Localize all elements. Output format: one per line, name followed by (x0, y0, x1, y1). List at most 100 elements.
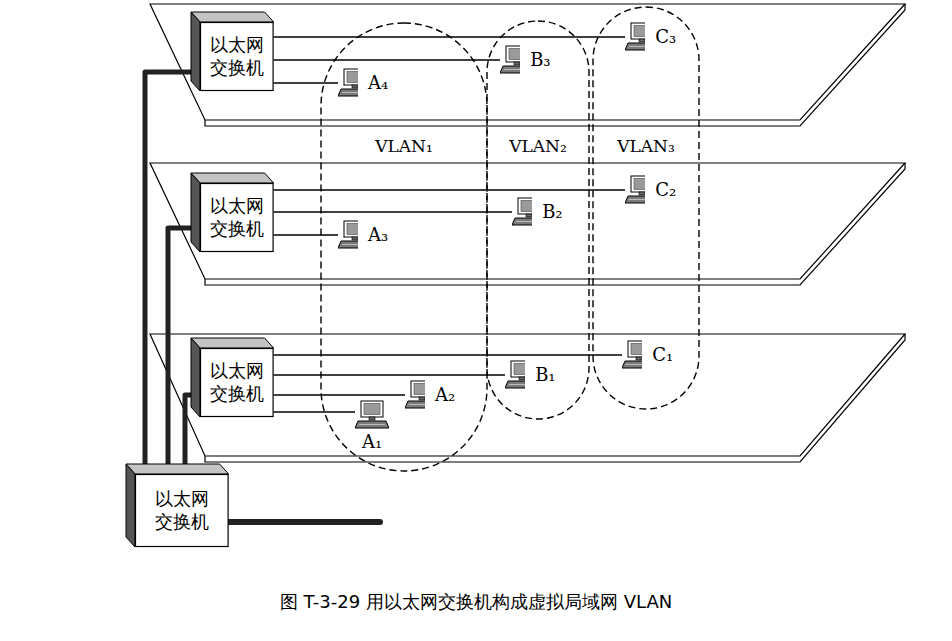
ethernet-switch: 以太网 交换机 (200, 183, 274, 252)
access-link (274, 189, 625, 190)
monitor-stand (369, 417, 375, 420)
box-top (191, 338, 274, 348)
monitor (344, 221, 358, 237)
monitor (628, 341, 642, 357)
vlan-group: VLAN₂B₃B₂B₁ (486, 20, 590, 420)
screen (634, 26, 645, 37)
screen (634, 179, 645, 190)
computer-icon (512, 197, 532, 227)
box-top (191, 173, 274, 183)
box-side (126, 464, 135, 547)
screen (347, 72, 358, 83)
monitor-stand (526, 214, 532, 217)
switch-label: 以太网 交换机 (208, 195, 266, 240)
box-top (126, 464, 229, 474)
monitor (511, 361, 525, 377)
computer-icon (625, 175, 645, 205)
computer: C₂ (625, 175, 683, 205)
key-row (342, 92, 358, 93)
vlan-label: VLAN₁ (320, 136, 488, 156)
access-link (274, 234, 338, 235)
computer-icon (338, 68, 358, 98)
box-side (191, 338, 200, 417)
keyboard (622, 361, 642, 368)
box-side (191, 173, 200, 252)
monitor (518, 198, 532, 214)
monitor-stand (519, 377, 525, 380)
key-row (342, 244, 358, 245)
monitor (506, 46, 520, 62)
key-row (359, 424, 385, 425)
ethernet-switch: 以太网 交换机 (200, 348, 274, 417)
ethernet-switch: 以太网 交换机 (200, 22, 274, 91)
switch-label: 以太网 交换机 (153, 488, 211, 533)
vlan-label: VLAN₂ (486, 136, 590, 156)
vlan-group: VLAN₁ A₄ A₃ A₂ A₁ (320, 22, 488, 472)
host-label: C₁ (645, 340, 680, 366)
dashed-boundary (593, 7, 699, 409)
computer-icon (405, 380, 425, 410)
keyboard (405, 401, 425, 408)
trunk-cable (145, 72, 200, 474)
box-front (201, 184, 274, 252)
computer-icon (622, 340, 642, 370)
monitor-stand (352, 237, 358, 240)
access-link (274, 82, 338, 83)
trunk-cable (168, 228, 200, 474)
floor-edge (205, 163, 905, 285)
vlan-outline (486, 20, 590, 420)
host-label: B₁ (528, 360, 562, 386)
computer: B₁ (505, 360, 562, 390)
screen (364, 404, 380, 415)
box-front (201, 23, 274, 91)
floor-edge (205, 4, 905, 126)
dashed-boundary (487, 21, 589, 419)
vlan-outline (592, 6, 700, 410)
computer-icon (355, 400, 389, 430)
monitor-stand (352, 85, 358, 88)
screen (509, 49, 520, 60)
key-row (629, 46, 645, 47)
floor-plane (150, 334, 905, 456)
monitor (411, 381, 425, 397)
access-link (274, 59, 500, 60)
computer: A₂ (405, 380, 462, 410)
keyboard (505, 381, 525, 388)
floor-plane (150, 4, 905, 120)
access-link (274, 354, 622, 355)
host-label: C₃ (648, 22, 683, 48)
vlan-label: VLAN₃ (592, 136, 700, 156)
computer-icon (500, 45, 520, 75)
computer-icon (338, 220, 358, 250)
keyboard (500, 66, 520, 73)
box-top (191, 12, 274, 22)
key-row (504, 69, 520, 70)
access-link (274, 394, 405, 395)
monitor (631, 23, 645, 39)
host-label: A₁ (355, 431, 389, 453)
floor-edge (205, 334, 905, 462)
computer-icon (505, 360, 525, 390)
uplink-cable (228, 519, 380, 525)
screen (514, 364, 525, 375)
access-link (274, 411, 355, 412)
box-front (201, 349, 274, 417)
computer: A₁ (355, 400, 389, 453)
computer-icon (625, 22, 645, 52)
host-label: A₄ (361, 68, 395, 94)
switch-label: 以太网 交换机 (208, 34, 266, 79)
keyboard (625, 196, 645, 203)
screen (347, 224, 358, 235)
host-label: A₃ (361, 220, 395, 246)
box-front (136, 475, 229, 547)
host-label: B₂ (535, 197, 569, 223)
access-link (274, 374, 505, 375)
key-row (509, 384, 525, 385)
key-row (629, 199, 645, 200)
monitor-stand (639, 192, 645, 195)
computer: C₁ (622, 340, 680, 370)
keyboard (625, 43, 645, 50)
keyboard (338, 241, 358, 248)
key-row (516, 221, 532, 222)
